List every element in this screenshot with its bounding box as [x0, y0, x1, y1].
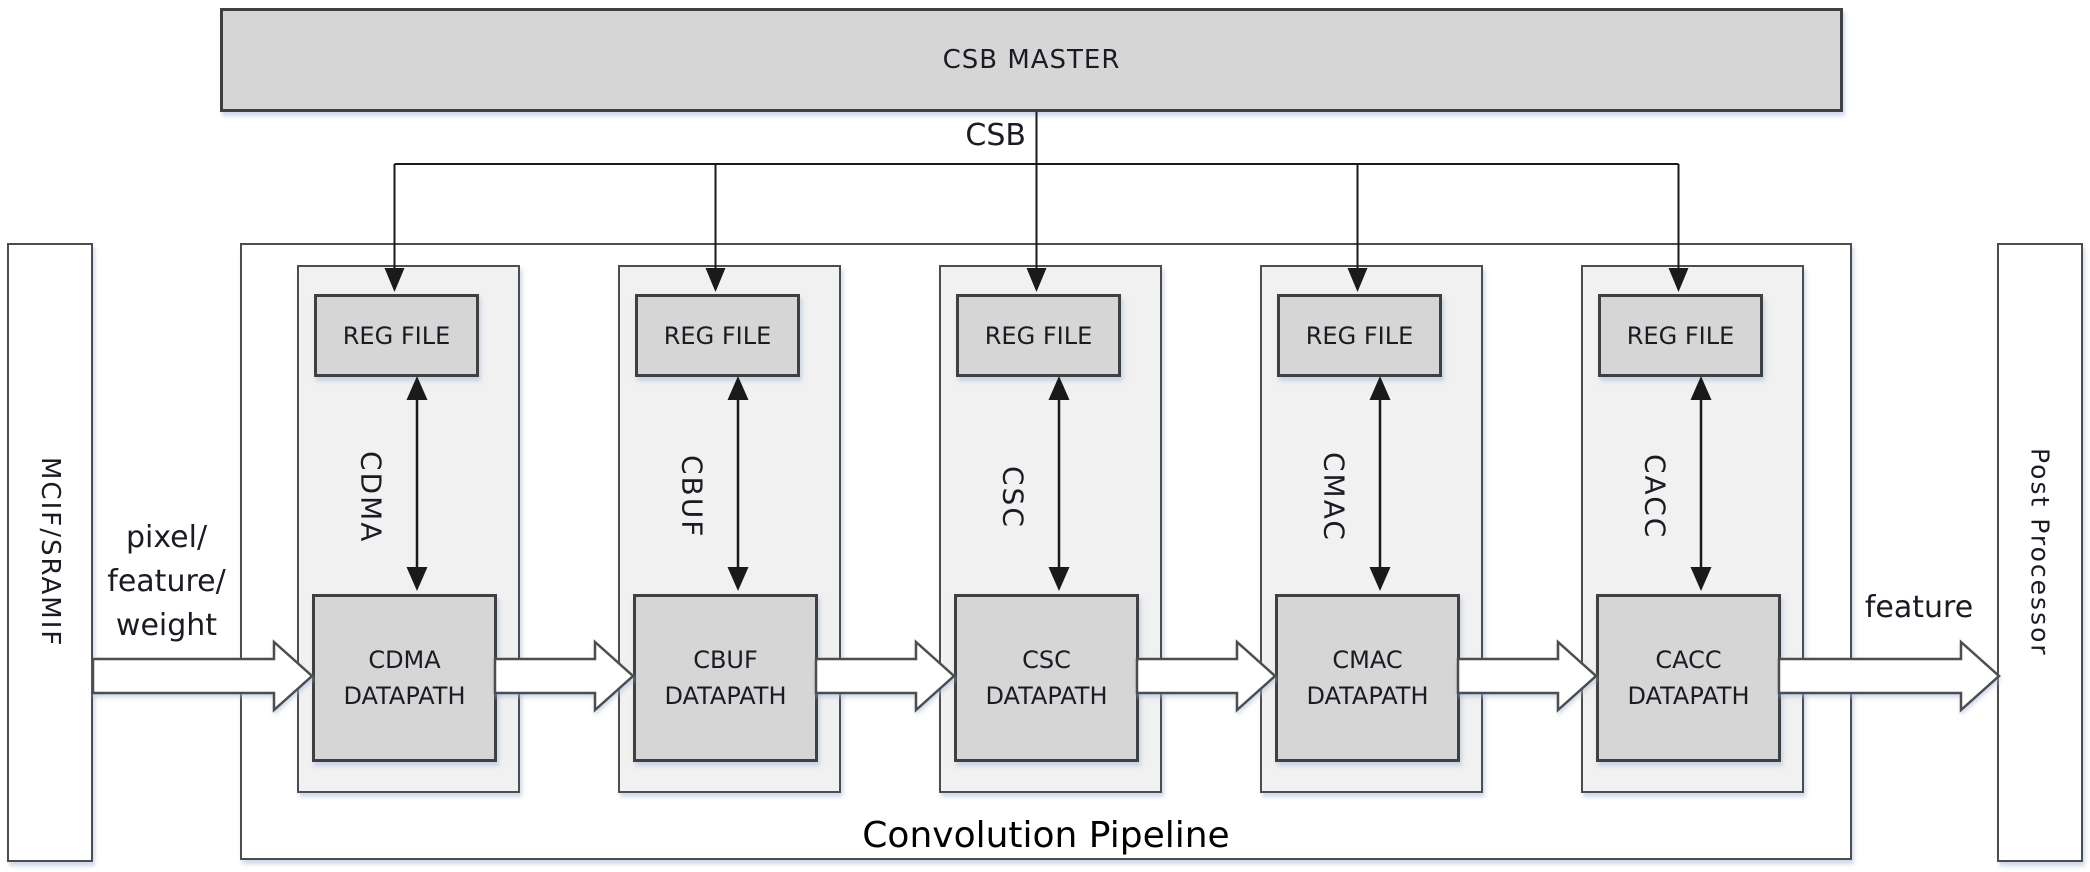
datapath-box: CSC DATAPATH: [954, 594, 1139, 762]
stage-cbuf: REG FILE CBUF CBUF DATAPATH: [618, 265, 841, 793]
post-processor-box: Post Processor: [1997, 243, 2083, 862]
stage-cdma: REG FILE CDMA CDMA DATAPATH: [297, 265, 520, 793]
reg-file-box: REG FILE: [1598, 294, 1763, 377]
csb-bus-label: CSB: [965, 118, 1026, 153]
stage-vertical-label: CSC: [996, 465, 1030, 529]
reg-file-label: REG FILE: [1626, 321, 1735, 350]
reg-file-label: REG FILE: [342, 321, 451, 350]
stage-cmac: REG FILE CMAC CMAC DATAPATH: [1260, 265, 1483, 793]
datapath-box: CDMA DATAPATH: [312, 594, 497, 762]
mcif-sramif-label: MCIF/SRAMIF: [35, 457, 65, 648]
datapath-label: CDMA DATAPATH: [343, 646, 466, 710]
reg-file-box: REG FILE: [635, 294, 800, 377]
stage-vertical-label: CBUF: [675, 455, 709, 539]
datapath-label: CSC DATAPATH: [985, 646, 1108, 710]
output-flow-label: feature: [1864, 590, 1974, 625]
reg-file-box: REG FILE: [956, 294, 1121, 377]
datapath-label: CACC DATAPATH: [1627, 646, 1750, 710]
reg-file-label: REG FILE: [663, 321, 772, 350]
stage-vertical-label: CACC: [1638, 454, 1672, 540]
csb-master-box: CSB MASTER: [220, 8, 1843, 112]
datapath-label: CMAC DATAPATH: [1306, 646, 1429, 710]
reg-file-label: REG FILE: [984, 321, 1093, 350]
datapath-box: CBUF DATAPATH: [633, 594, 818, 762]
stage-vertical-label: CMAC: [1317, 452, 1351, 542]
input-flow-label-line: pixel/: [125, 520, 208, 555]
reg-file-box: REG FILE: [314, 294, 479, 377]
stage-vertical-label: CDMA: [354, 450, 388, 544]
stage-cacc: REG FILE CACC CACC DATAPATH: [1581, 265, 1804, 793]
datapath-label: CBUF DATAPATH: [664, 646, 787, 710]
reg-file-label: REG FILE: [1305, 321, 1414, 350]
pipeline-title: Convolution Pipeline: [862, 815, 1230, 856]
input-flow-label: pixel/ feature/ weight: [93, 516, 240, 648]
post-processor-label: Post Processor: [2025, 448, 2055, 657]
datapath-box: CMAC DATAPATH: [1275, 594, 1460, 762]
mcif-sramif-box: MCIF/SRAMIF: [7, 243, 93, 862]
stage-csc: REG FILE CSC CSC DATAPATH: [939, 265, 1162, 793]
input-flow-label-line: feature/: [107, 564, 226, 599]
reg-file-box: REG FILE: [1277, 294, 1442, 377]
input-flow-label-line: weight: [115, 608, 218, 643]
datapath-box: CACC DATAPATH: [1596, 594, 1781, 762]
csb-master-label: CSB MASTER: [942, 45, 1121, 75]
